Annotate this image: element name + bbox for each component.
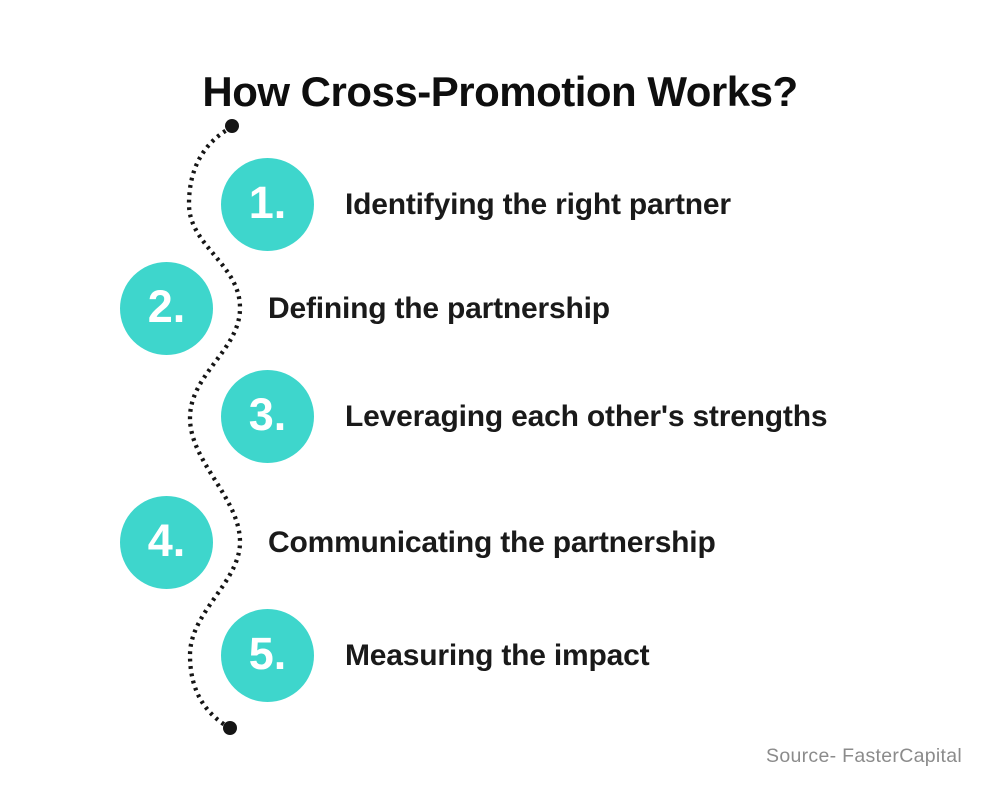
step-2-label: Defining the partnership [268, 291, 610, 325]
step-2-number: 2. [147, 281, 186, 332]
step-5-label: Measuring the impact [345, 638, 650, 672]
step-3-label: Leveraging each other's strengths [345, 399, 828, 433]
step-1-number-badge: 1. [221, 158, 314, 251]
step-5-number: 5. [248, 628, 287, 679]
step-4-label: Communicating the partnership [268, 525, 716, 559]
step-3-number-badge: 3. [221, 370, 314, 463]
step-1-label: Identifying the right partner [345, 187, 731, 221]
step-2-number-badge: 2. [120, 262, 213, 355]
step-item-4: 4. Communicating the partnership [120, 496, 716, 589]
step-item-2: 2. Defining the partnership [120, 262, 610, 355]
step-3-number: 3. [248, 389, 287, 440]
step-item-1: 1. Identifying the right partner [221, 158, 731, 251]
step-5-number-badge: 5. [221, 609, 314, 702]
step-4-number: 4. [147, 515, 186, 566]
page-title: How Cross-Promotion Works? [202, 68, 798, 116]
step-1-number: 1. [248, 177, 287, 228]
step-item-3: 3. Leveraging each other's strengths [221, 370, 828, 463]
source-credit: Source- FasterCapital [766, 745, 962, 767]
step-item-5: 5. Measuring the impact [221, 609, 650, 702]
flow-line-end-dot-icon [223, 721, 237, 735]
step-4-number-badge: 4. [120, 496, 213, 589]
flow-line-start-dot-icon [225, 119, 239, 133]
